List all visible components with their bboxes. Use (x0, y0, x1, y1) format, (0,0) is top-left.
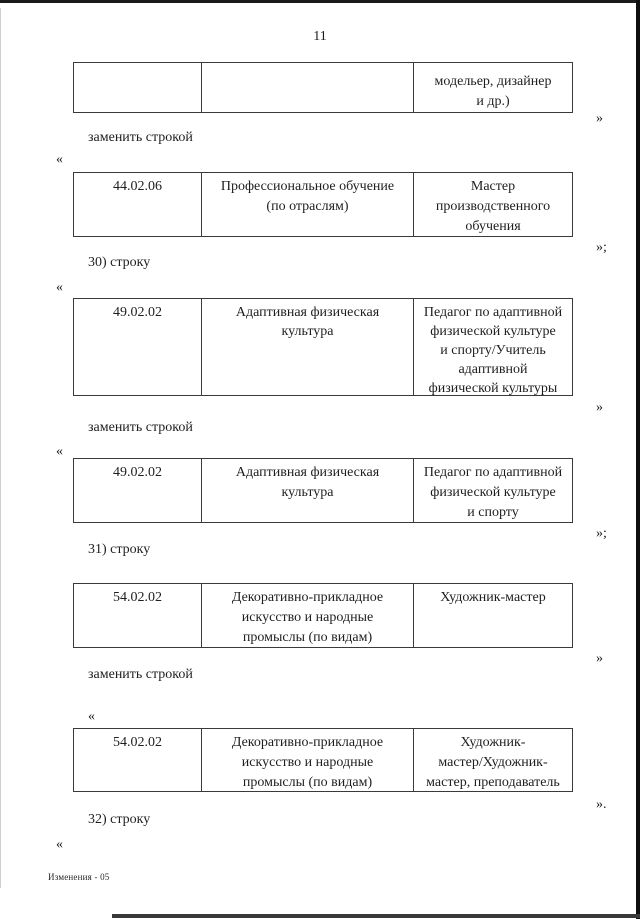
scan-edge-right (636, 0, 640, 919)
item-30-label: 30) строку (88, 255, 151, 270)
opening-quote: « (88, 709, 95, 724)
table-cell-specialty: Декоративно-прикладное искусство и народ… (201, 584, 413, 647)
table-cell-code: 44.02.06 (113, 179, 162, 194)
table-cell-qualification: модельер, дизайнер и др.) (413, 63, 572, 112)
table-cell-specialty: Адаптивная физическая культура (201, 299, 413, 395)
replace-row-label: заменить строкой (88, 130, 193, 145)
scan-edge-top (0, 0, 640, 3)
item-32-label: 32) строку (88, 812, 151, 827)
table-cell-qualification: Мастер производственного обучения (413, 173, 572, 236)
table-cell-code: 54.02.02 (113, 735, 162, 750)
table-cell-qualification: Художник-мастер (413, 584, 572, 647)
table-cell-code: 49.02.02 (113, 465, 162, 480)
opening-quote: « (56, 444, 63, 459)
item-31-label: 31) строку (88, 542, 151, 557)
table-cell-specialty: Адаптивная физическая культура (201, 459, 413, 522)
closing-quote-semicolon: »; (596, 526, 607, 541)
closing-quote-semicolon: »; (596, 240, 607, 255)
table-cell-code: 54.02.02 (113, 590, 162, 605)
table-cell-qualification: Педагог по адаптивной физической культур… (413, 299, 572, 396)
replace-row-label: заменить строкой (88, 420, 193, 435)
table-cell-specialty: Декоративно-прикладное искусство и народ… (201, 729, 413, 791)
table-row-54-02-02-old: 54.02.02 Декоративно-прикладное искусств… (73, 583, 573, 648)
closing-quote: » (596, 651, 603, 666)
closing-quote: » (596, 111, 603, 126)
table-cell-code: 49.02.02 (113, 305, 162, 320)
table-cell-specialty: Профессиональное обучение (по отраслям) (201, 173, 413, 236)
table-row-54-02-02-new: 54.02.02 Декоративно-прикладное искусств… (73, 728, 573, 792)
scan-edge-bottom (112, 914, 640, 918)
page-number: 11 (313, 29, 327, 44)
table-row-49-02-02-new: 49.02.02 Адаптивная физическая культура … (73, 458, 573, 523)
closing-quote-period: ». (596, 797, 607, 812)
opening-quote: « (56, 152, 63, 167)
table-cell-qualification: Педагог по адаптивной физической культур… (413, 459, 572, 522)
scan-edge-left (0, 8, 1, 888)
footer-revision-note: Изменения - 05 (48, 872, 110, 882)
table-row-44-02-06: 44.02.06 Профессиональное обучение (по о… (73, 172, 573, 237)
table-cell-specialty (201, 63, 413, 112)
table-cell-qualification: Художник- мастер/Художник- мастер, препо… (413, 729, 572, 791)
table-row-fragment: модельер, дизайнер и др.) (73, 62, 573, 113)
replace-row-label: заменить строкой (88, 667, 193, 682)
closing-quote: » (596, 400, 603, 415)
opening-quote: « (56, 280, 63, 295)
table-cell-code (74, 63, 201, 112)
table-row-49-02-02-old: 49.02.02 Адаптивная физическая культура … (73, 298, 573, 396)
opening-quote: « (56, 837, 63, 852)
